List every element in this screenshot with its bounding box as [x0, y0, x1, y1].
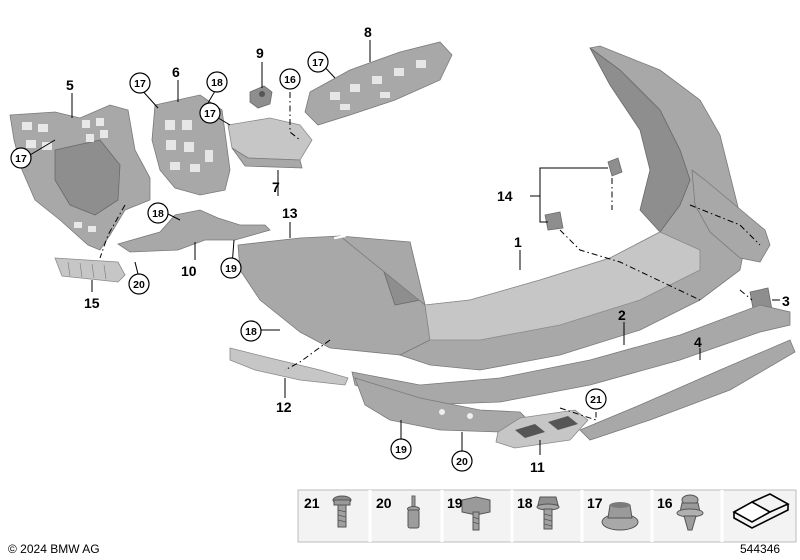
screw-icon [332, 495, 352, 528]
part-label-5: 5 [66, 77, 74, 93]
svg-text:17: 17 [312, 57, 324, 69]
svg-text:20: 20 [133, 279, 145, 291]
part-label-14: 14 [497, 188, 513, 204]
push-clip-icon [676, 494, 704, 531]
part-5-bracket [9, 104, 151, 251]
fastener-legend: 21 20 19 18 17 16 [297, 489, 797, 543]
svg-text:20: 20 [456, 456, 468, 468]
part-label-1: 1 [514, 234, 522, 250]
part-label-12: 12 [276, 399, 292, 415]
callout-17-d: 17 [307, 51, 329, 73]
dash-lines [99, 92, 761, 421]
part-label-9: 9 [256, 45, 264, 61]
callout-18-a: 18 [206, 71, 228, 93]
legend-label-17: 17 [587, 495, 603, 511]
legend-label-21: 21 [304, 495, 320, 511]
part-label-6: 6 [172, 64, 180, 80]
part-11-exhaust-trim [495, 409, 589, 449]
svg-text:19: 19 [225, 263, 237, 275]
part-label-15: 15 [84, 295, 100, 311]
svg-text:21: 21 [590, 394, 602, 406]
section-symbol-icon [732, 493, 790, 529]
part-1-bumper-cover [333, 45, 746, 371]
part-15-reflector [54, 257, 126, 283]
callout-17-c: 17 [199, 102, 221, 124]
part-label-8: 8 [364, 24, 372, 40]
part-12-strip [229, 347, 349, 386]
legend-label-19: 19 [447, 495, 463, 511]
part-10-bracket [117, 209, 271, 253]
callout-21: 21 [585, 388, 607, 410]
clip-nut-icon [601, 502, 639, 531]
callout-20-b: 20 [451, 450, 473, 472]
callouts: 17 17 17 17 18 18 18 16 19 19 20 20 21 [10, 51, 607, 472]
svg-text:17: 17 [134, 78, 146, 90]
callout-17-a: 17 [10, 147, 32, 169]
part-8-bracket [304, 41, 453, 126]
svg-text:17: 17 [204, 108, 216, 120]
bolt-with-washer-icon [536, 496, 560, 530]
part-label-7: 7 [272, 179, 280, 195]
callout-16: 16 [279, 68, 301, 90]
svg-text:18: 18 [245, 326, 257, 338]
part-label-11: 11 [530, 459, 545, 475]
legend-label-20: 20 [376, 495, 392, 511]
expanding-nut-screw-icon [461, 496, 491, 531]
part-9-clip [249, 85, 273, 109]
legend-label-18: 18 [517, 495, 533, 511]
diagram-number: 544346 [740, 542, 780, 556]
callout-19-b: 19 [390, 438, 412, 460]
svg-text:17: 17 [15, 153, 27, 165]
copyright-text: © 2024 BMW AG [8, 542, 100, 556]
callout-20-a: 20 [128, 273, 150, 295]
part-label-13: 13 [282, 205, 298, 221]
svg-text:18: 18 [152, 208, 164, 220]
rivet-icon [407, 495, 420, 529]
svg-text:18: 18 [211, 77, 223, 89]
legend-label-16: 16 [657, 495, 673, 511]
part-labels: 5 6 7 8 9 10 13 1 14 2 3 4 15 12 11 [66, 24, 790, 475]
part-label-4: 4 [694, 334, 702, 350]
part-label-10: 10 [181, 263, 197, 279]
svg-text:16: 16 [284, 74, 296, 86]
svg-text:19: 19 [395, 444, 407, 456]
callout-19-a: 19 [220, 257, 242, 279]
part-14-brackets [544, 157, 623, 231]
part-4-strip [579, 339, 796, 441]
part-label-3: 3 [782, 293, 790, 309]
callout-18-c: 18 [240, 320, 262, 342]
callout-18-b: 18 [147, 202, 169, 224]
callout-17-b: 17 [129, 72, 151, 94]
part-diffuser [354, 377, 531, 433]
part-7-bracket [227, 117, 313, 169]
part-side-strip [691, 169, 771, 263]
part-label-2: 2 [618, 307, 626, 323]
